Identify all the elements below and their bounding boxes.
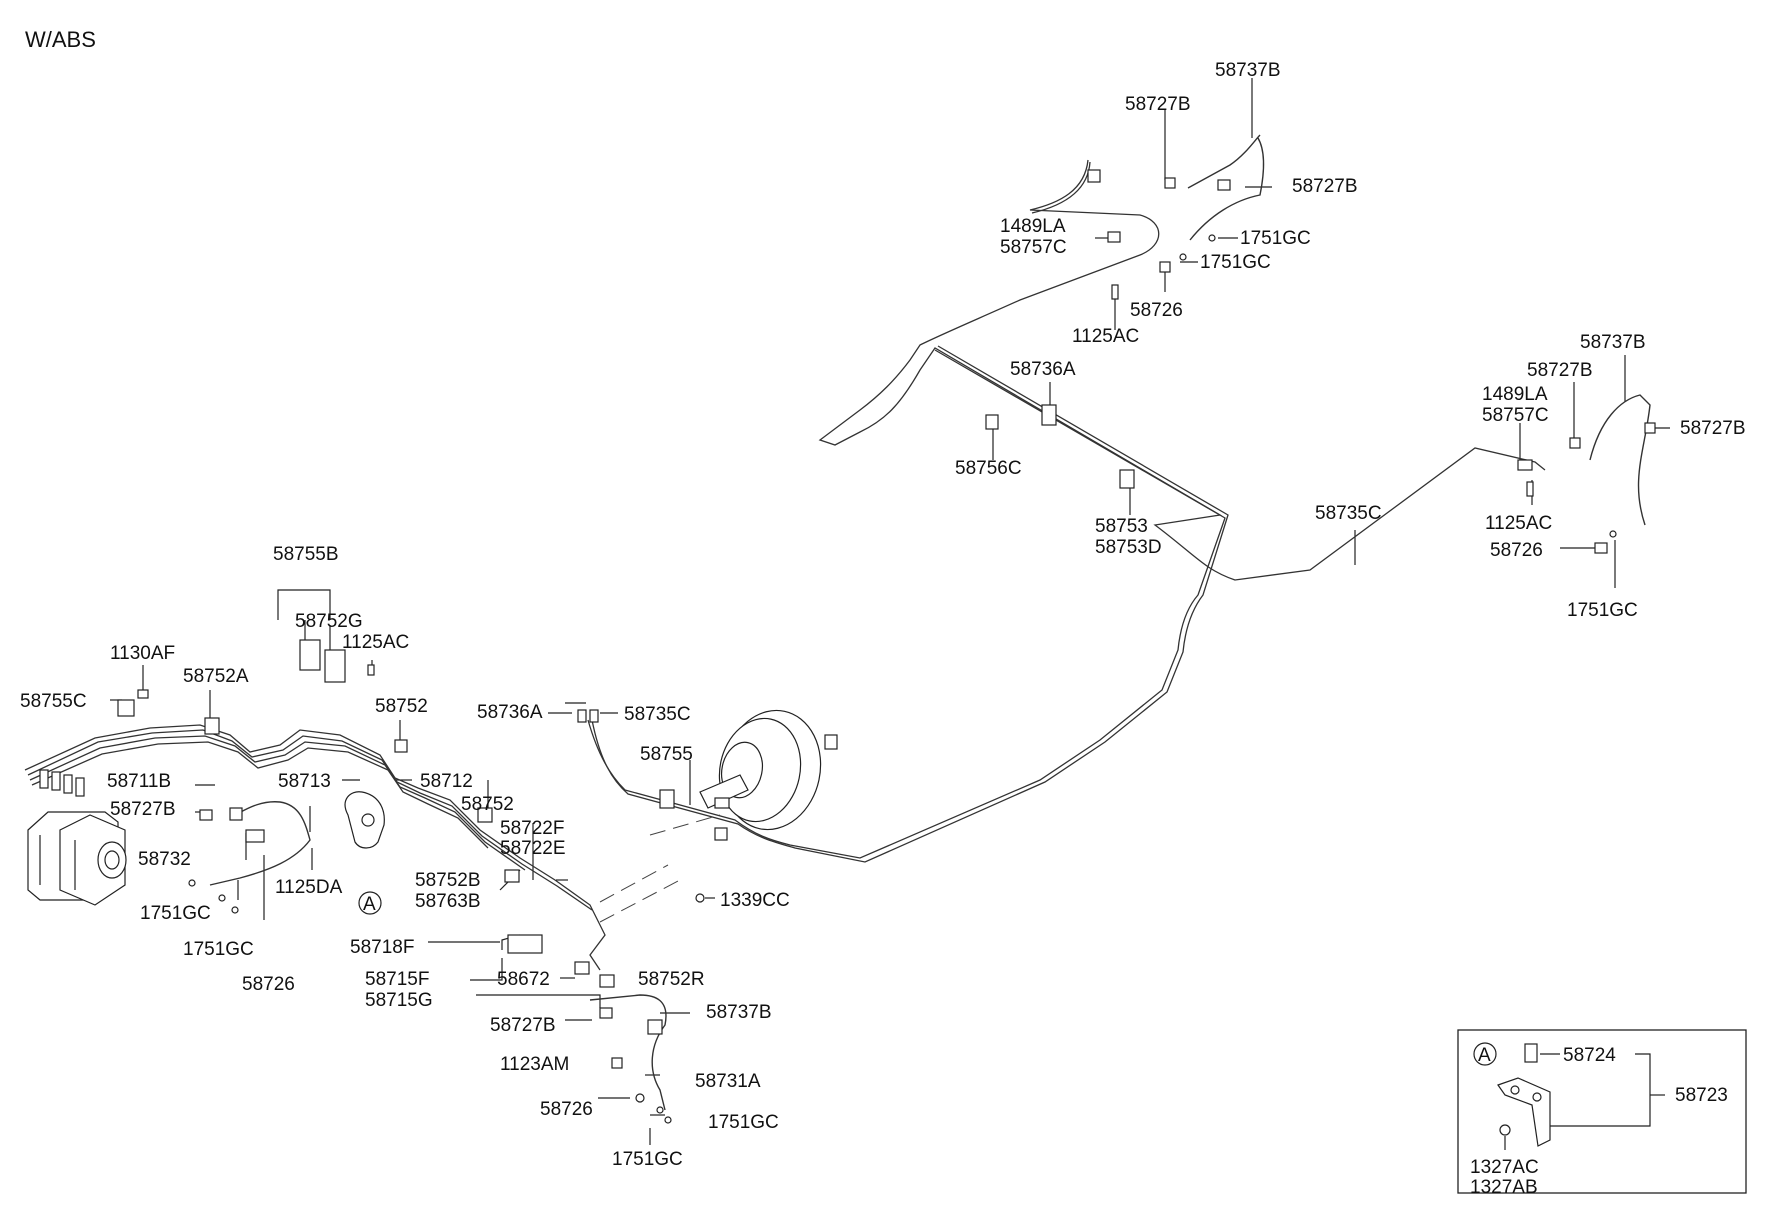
part-label-58726-top: 58726 xyxy=(1130,300,1183,321)
part-label-58752g: 58752G xyxy=(295,611,363,632)
part-label-58752a: 58752A xyxy=(183,666,249,687)
part-label-1489la-top: 1489LA xyxy=(1000,216,1066,237)
abs-fittings xyxy=(39,769,85,797)
part-label-58727b-right1: 58727B xyxy=(1527,360,1593,381)
part-label-58755: 58755 xyxy=(640,744,693,765)
part-label-58752-b: 58752 xyxy=(461,794,514,815)
marker-a-label: A xyxy=(363,894,376,915)
part-label-58712: 58712 xyxy=(420,771,473,792)
part-label-1123am: 1123AM xyxy=(500,1054,569,1075)
part-label-58737b-bot: 58737B xyxy=(706,1002,772,1023)
part-label-58726-bot: 58726 xyxy=(540,1099,593,1120)
part-label-1339cc: 1339CC xyxy=(720,890,790,911)
part-label-1327ac: 1327AC xyxy=(1470,1157,1539,1178)
part-label-58715g: 58715G xyxy=(365,990,433,1011)
part-label-58731a: 58731A xyxy=(695,1071,761,1092)
part-label-58718f: 58718F xyxy=(350,937,414,958)
part-label-58711b: 58711B xyxy=(107,771,171,792)
part-label-1125ac-left: 1125AC xyxy=(342,632,409,653)
part-label-1751gc-bot2: 1751GC xyxy=(612,1149,683,1170)
part-label-58737b-top: 58737B xyxy=(1215,60,1281,81)
part-label-58735c-left: 58735C xyxy=(624,704,691,725)
part-label-58752r: 58752R xyxy=(638,969,705,990)
brake-pipes xyxy=(24,159,1546,971)
inset-bracket xyxy=(1497,1077,1551,1147)
inset-bolt xyxy=(1524,1043,1538,1063)
part-label-1125ac-right: 1125AC xyxy=(1485,513,1552,534)
part-label-58722e: 58722E xyxy=(500,838,566,859)
part-label-58752b: 58752B xyxy=(415,870,481,891)
part-label-1751gc-top2: 1751GC xyxy=(1200,252,1271,273)
part-label-1751gc-top1: 1751GC xyxy=(1240,228,1311,249)
part-label-1130af: 1130AF xyxy=(110,643,175,664)
inset-marker-label: A xyxy=(1478,1045,1491,1066)
part-label-58737b-right: 58737B xyxy=(1580,332,1646,353)
page-header: W/ABS xyxy=(25,27,96,52)
small-parts xyxy=(117,169,1656,1124)
a-bracket xyxy=(344,791,385,849)
part-label-58753: 58753 xyxy=(1095,516,1148,537)
marker-a: A xyxy=(358,891,382,915)
part-label-58727b-top2: 58727B xyxy=(1292,176,1358,197)
part-label-58715f: 58715F xyxy=(365,969,429,990)
flex-hoses xyxy=(209,134,1651,1111)
brake-booster xyxy=(699,709,838,831)
part-label-58727b-bot: 58727B xyxy=(490,1015,556,1036)
part-label-58752-a: 58752 xyxy=(375,696,428,717)
abs-unit xyxy=(27,811,127,906)
part-label-58763b: 58763B xyxy=(415,891,481,912)
part-label-1125da: 1125DA xyxy=(275,877,343,898)
part-label-1751gc-left1: 1751GC xyxy=(140,903,211,924)
dashed-lines xyxy=(599,814,721,923)
part-label-58713: 58713 xyxy=(278,771,331,792)
part-label-58756c: 58756C xyxy=(955,458,1022,479)
inset-nut xyxy=(1499,1124,1511,1136)
part-label-1751gc-bot1: 1751GC xyxy=(708,1112,779,1133)
part-label-58726-right: 58726 xyxy=(1490,540,1543,561)
part-label-58736a-left: 58736A xyxy=(477,702,543,723)
part-label-58735c-mid: 58735C xyxy=(1315,503,1382,524)
part-label-58724: 58724 xyxy=(1563,1045,1616,1066)
part-label-58757c-top: 58757C xyxy=(1000,237,1067,258)
part-label-58753d: 58753D xyxy=(1095,537,1162,558)
part-label-58736a-mid: 58736A xyxy=(1010,359,1076,380)
part-label-58672: 58672 xyxy=(497,969,550,990)
part-label-1489la-right: 1489LA xyxy=(1482,384,1548,405)
part-label-58727b-left: 58727B xyxy=(110,799,176,820)
inset-frame xyxy=(1457,1029,1747,1194)
part-label-58755c: 58755C xyxy=(20,691,87,712)
part-label-58732: 58732 xyxy=(138,849,191,870)
part-label-58755b: 58755B xyxy=(273,544,339,565)
part-label-1125ac-top: 1125AC xyxy=(1072,326,1139,347)
inset-box: A xyxy=(1457,1029,1747,1194)
part-label-1751gc-right: 1751GC xyxy=(1567,600,1638,621)
part-label-58727b-right2: 58727B xyxy=(1680,418,1746,439)
part-label-1751gc-left2: 1751GC xyxy=(183,939,254,960)
part-label-58757c-right: 58757C xyxy=(1482,405,1549,426)
part-label-58723: 58723 xyxy=(1675,1085,1728,1106)
part-label-58727b-top1: 58727B xyxy=(1125,94,1191,115)
part-label-58722f: 58722F xyxy=(500,818,564,839)
part-label-58726-left: 58726 xyxy=(242,974,295,995)
part-label-1327ab: 1327AB xyxy=(1470,1177,1538,1198)
